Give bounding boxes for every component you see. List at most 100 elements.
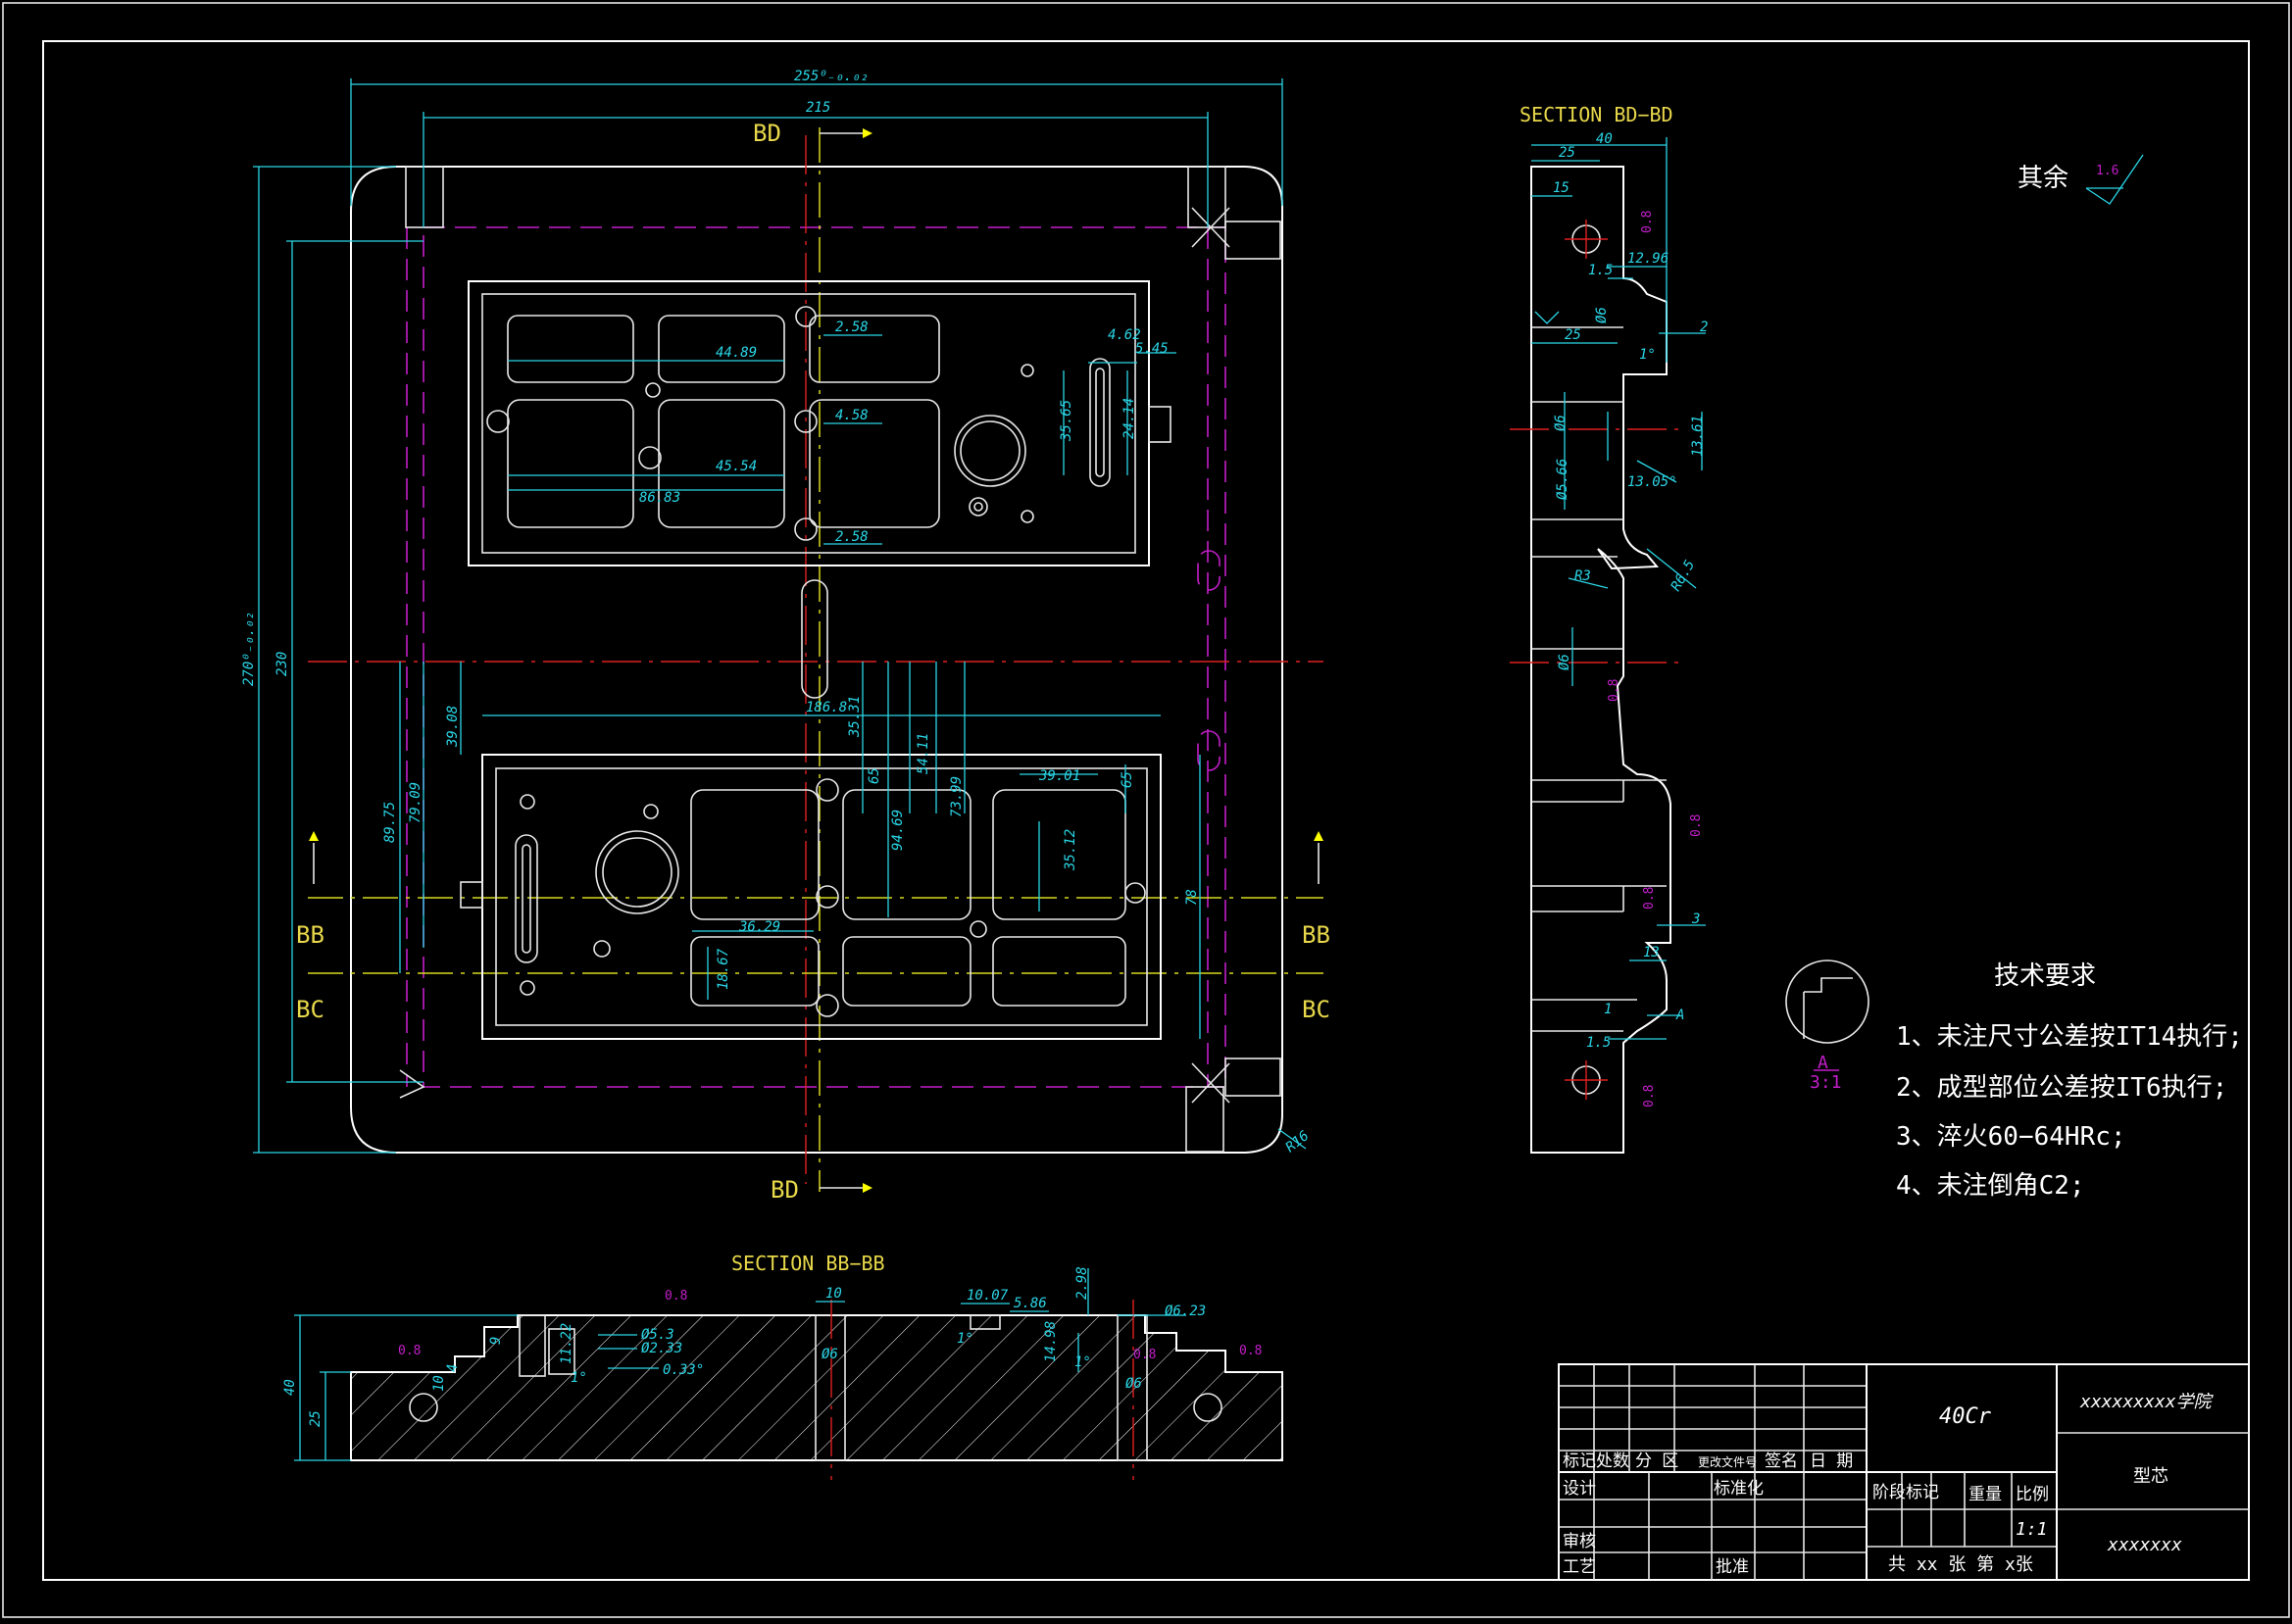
detail-scale: 3:1 (1810, 1072, 1842, 1093)
roughness-value: 0.8 (1607, 679, 1621, 702)
label-count: 处数 (1596, 1452, 1629, 1471)
dim-value: Ø6 (1125, 1376, 1142, 1392)
dim-height-total: 270⁰₋₀.₀₂ (241, 612, 257, 686)
dim-value: Ø6 (1594, 307, 1610, 323)
dim-value: Ø6.23 (1165, 1304, 1206, 1319)
arrow-head-icon (863, 128, 872, 138)
section-bd-view: SECTION BD−BD (1510, 103, 1708, 1154)
dim-value: 11.22 (559, 1323, 574, 1364)
dim-value: 9 (488, 1337, 504, 1345)
dim-value: 39.08 (445, 706, 461, 748)
dim-value: A (1675, 1008, 1684, 1023)
bolt-hole (409, 1393, 438, 1422)
dim-value: Ø6 (822, 1347, 838, 1362)
dim-value: 2.58 (835, 529, 869, 545)
dim-value: Ø6 (1557, 654, 1572, 670)
dim-value: 65 (867, 767, 882, 784)
label-design: 设计 (1563, 1479, 1596, 1499)
dim-value: 35.12 (1063, 829, 1078, 871)
section-label-bb-left: BB (296, 921, 324, 949)
dim-value: 4.62 (1108, 327, 1141, 343)
label-approve: 批准 (1716, 1557, 1749, 1577)
roughness-value: 0.8 (1239, 1344, 1262, 1358)
section-label-bc-right: BC (1302, 996, 1330, 1023)
dim-value: 24.14 (1121, 398, 1137, 439)
pocket (690, 789, 820, 920)
label-stage: 阶段标记 (1872, 1483, 1939, 1502)
dim-value: 94.69 (890, 810, 906, 851)
pocket (842, 936, 972, 1007)
upper-cavity-outline (468, 280, 1150, 566)
section-bb-outline (350, 1314, 1283, 1461)
dim-value: 186.8 (806, 700, 847, 715)
tech-requirements: 技术要求 1、未注尺寸公差按IT14执行; 2、成型部位公差按IT6执行; 3、… (1896, 961, 2243, 1201)
dim-value: 10 (825, 1286, 842, 1302)
dim-value: 3 (1691, 911, 1700, 927)
core-pin (815, 1314, 846, 1461)
pocket (507, 399, 634, 528)
dim-width-inner: 215 (806, 100, 830, 116)
dim-value: 1° (1074, 1354, 1091, 1370)
arrow-head-icon (1314, 831, 1323, 841)
label-review: 审核 (1563, 1532, 1596, 1551)
section-label-bc-left: BC (296, 996, 324, 1023)
dim-value: 18.67 (716, 948, 731, 990)
dim-value: Ø5.3 (641, 1327, 674, 1343)
dim-value: 5.86 (1014, 1296, 1047, 1311)
dim-value: 13 (1643, 945, 1660, 960)
pocket (842, 789, 972, 920)
pocket (507, 315, 634, 383)
insert (548, 1328, 575, 1375)
dim-value: 1° (1639, 347, 1656, 363)
dim-value: R6.5 (1669, 558, 1699, 594)
label-process: 工艺 (1563, 1557, 1596, 1577)
dim-value: 1° (571, 1370, 587, 1386)
label-zone: 分 区 (1635, 1452, 1678, 1471)
dim-value: 5.45 (1135, 341, 1169, 357)
pocket (992, 936, 1126, 1007)
dim-width-total: 255⁰₋₀.₀₂ (794, 69, 869, 84)
label-mark: 标记 (1563, 1452, 1596, 1471)
dim-value: 10.07 (967, 1288, 1009, 1304)
dim-value: 73.99 (949, 776, 965, 817)
section-bb-title: SECTION BB−BB (731, 1252, 885, 1275)
roughness-symbol-icon (1534, 311, 1560, 324)
surface-finish-note: 其余 1.6 (2018, 154, 2144, 205)
drawing-number: xxxxxxx (2107, 1535, 2182, 1555)
roughness-value: 0.8 (665, 1289, 687, 1304)
dim-value: 12.96 (1627, 251, 1669, 267)
section-label-bd-top: BD (753, 120, 781, 147)
tech-requirements-title: 技术要求 (1994, 961, 2096, 991)
dim-value: 2 (1700, 320, 1708, 335)
dim-value: 14.98 (1043, 1321, 1059, 1362)
part-name: 型芯 (2133, 1466, 2168, 1487)
dim-value: 35.31 (847, 696, 863, 738)
arrow-head-icon (863, 1183, 872, 1193)
dim-value: 25 (308, 1410, 324, 1427)
center-slot (801, 579, 828, 699)
dim-value: 2.98 (1074, 1266, 1090, 1300)
material: 40Cr (1939, 1404, 1992, 1429)
dim-value: 10 (431, 1375, 447, 1392)
upper-cavity-inner (481, 293, 1136, 554)
title-block: 40Cr xxxxxxxxx学院 型芯 xxxxxxx 1:1 共 xx 张 第… (1558, 1363, 2250, 1581)
label-signature: 签名 (1765, 1452, 1798, 1471)
dim-value: 40 (282, 1379, 298, 1396)
step (970, 1314, 1001, 1330)
dim-value: 0.33° (663, 1362, 704, 1378)
tech-requirement-item: 1、未注尺寸公差按IT14执行; (1896, 1022, 2243, 1052)
dim-value: 35.65 (1059, 400, 1074, 442)
slot (515, 834, 538, 963)
hidden-inner-boundary (423, 226, 1226, 1088)
section-bb-roughness: 0.8 0.8 0.8 0.8 (398, 1289, 1262, 1362)
dim-value: 54.11 (916, 733, 931, 774)
dim-corner-radius: R16 (1283, 1128, 1313, 1156)
dim-value: 13.61 (1690, 416, 1706, 457)
dim-value: Ø5.66 (1555, 459, 1570, 500)
section-bd-dimension-texts: 40 25 15 12.96 1.5 Ø6 25 2 1° Ø6 13.61 Ø… (1553, 131, 1708, 1051)
dim-value: 13.05° (1627, 474, 1677, 490)
section-bd-dimension-lines (1531, 137, 1706, 1040)
pocket (690, 936, 820, 1007)
dim-value: 79.09 (408, 782, 424, 823)
